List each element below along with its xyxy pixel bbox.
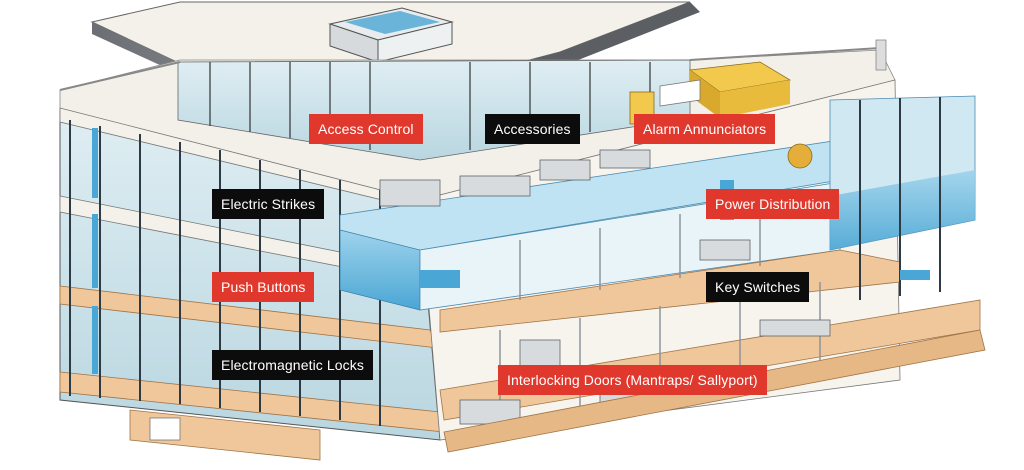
label-push-buttons: Push Buttons <box>212 272 315 302</box>
roof-skylight <box>328 7 454 63</box>
label-access-control: Access Control <box>309 114 423 144</box>
label-electric-strikes: Electric Strikes <box>212 189 325 219</box>
label-accessories: Accessories <box>485 114 580 144</box>
label-key-switches: Key Switches <box>706 272 810 302</box>
label-power-distribution: Power Distribution <box>706 189 840 219</box>
building-body <box>59 79 986 461</box>
label-alarm-annunciators: Alarm Annunciators <box>634 114 776 144</box>
label-electromagnetic-locks: Electromagnetic Locks <box>212 350 373 380</box>
label-interlocking-doors: Interlocking Doors (Mantraps/ Sallyport) <box>498 365 767 395</box>
